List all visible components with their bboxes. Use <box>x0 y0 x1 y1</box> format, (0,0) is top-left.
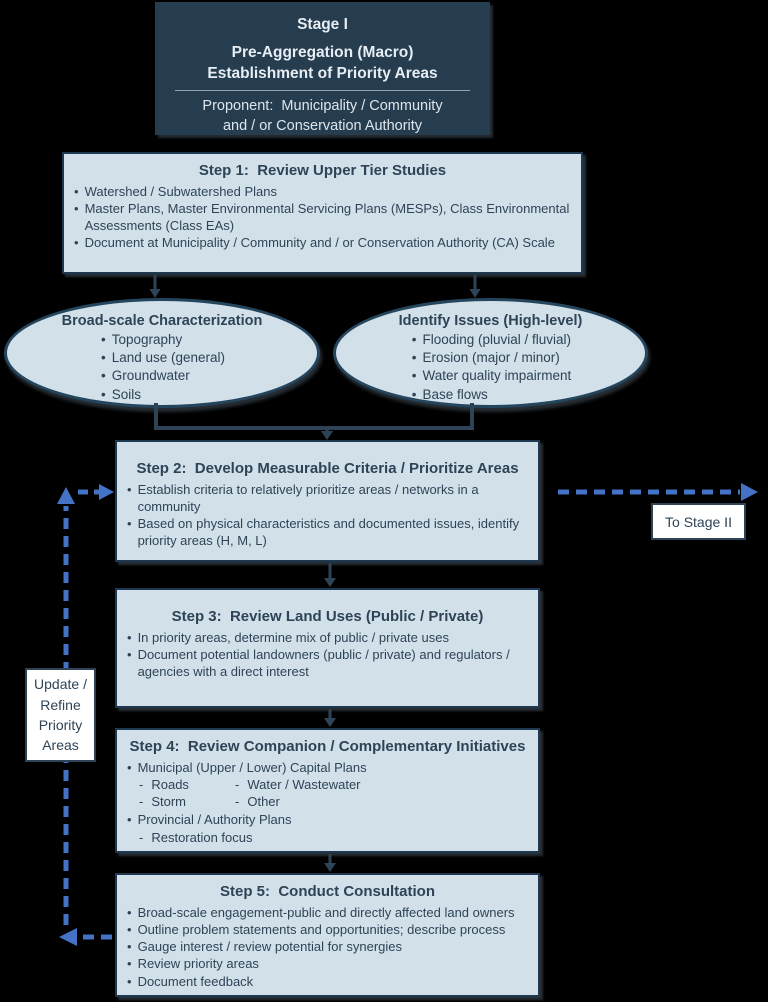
arrow-step5-feedback-left <box>59 928 112 946</box>
ellipse-right-bullet: Water quality impairment <box>410 367 571 385</box>
arrow-step1-to-left-ellipse <box>149 275 161 298</box>
ellipse-right-bullet: Erosion (major / minor) <box>410 349 572 367</box>
ellipse-left-bullet: Soils <box>99 386 225 404</box>
ellipse-broad-scale-characterization: Broad-scale Characterization Topography … <box>4 298 320 408</box>
ellipse-left-title: Broad-scale Characterization <box>61 313 263 329</box>
ellipse-left-bullet: Land use (general) <box>99 349 225 367</box>
step4-sub-item: Restoration focus <box>139 830 253 845</box>
ellipse-left-bullet: Topography <box>99 331 225 349</box>
arrow-join-to-step2 <box>321 428 333 440</box>
update-refine-priority-areas-label: Update / Refine Priority Areas <box>25 668 96 762</box>
step5-bullet: Outline problem statements and opportuni… <box>125 921 532 938</box>
step5-bullet: Broad-scale engagement-public and direct… <box>125 904 532 921</box>
connector-ellipses-join <box>154 403 474 430</box>
step4-sub-items: Roads Water / Wastewater Storm Other <box>139 776 538 810</box>
proponent-line-1: Proponent: Municipality / Community <box>202 98 443 115</box>
step5-bullet: Gauge interest / review potential for sy… <box>125 938 532 955</box>
ellipse-left-bullet: Groundwater <box>99 367 225 385</box>
stage-subtitle-2: Establishment of Priority Areas <box>207 65 438 83</box>
step1-bullet: Master Plans, Master Environmental Servi… <box>72 200 575 234</box>
arrow-step3-to-step4 <box>324 709 336 727</box>
arrow-to-stage-ii <box>558 483 758 501</box>
header-divider <box>175 90 470 92</box>
ellipse-right-bullet: Base flows <box>410 386 572 404</box>
step4-box: Step 4: Review Companion / Complementary… <box>115 728 540 853</box>
stage-header: Stage I Pre-Aggregation (Macro) Establis… <box>155 2 490 135</box>
proponent-line-2: and / or Conservation Authority <box>222 117 423 134</box>
step3-bullet: In priority areas, determine mix of publ… <box>125 629 532 646</box>
step2-box: Step 2: Develop Measurable Criteria / Pr… <box>115 440 540 562</box>
step1-title: Step 1: Review Upper Tier Studies <box>198 162 447 179</box>
step3-box: Step 3: Review Land Uses (Public / Priva… <box>115 588 540 708</box>
step4-bullet: Provincial / Authority Plans <box>125 811 532 828</box>
step2-bullet: Based on physical characteristics and do… <box>125 515 532 549</box>
arrow-feedback-into-step2 <box>78 484 114 500</box>
step1-box: Step 1: Review Upper Tier Studies Waters… <box>62 152 583 274</box>
step1-bullet: Document at Municipality / Community and… <box>72 234 575 251</box>
stage-title: Stage I <box>297 16 348 33</box>
step3-title: Step 3: Review Land Uses (Public / Priva… <box>171 608 484 625</box>
step5-box: Step 5: Conduct Consultation Broad-scale… <box>115 873 540 997</box>
step5-title: Step 5: Conduct Consultation <box>220 883 435 900</box>
to-stage-ii-label: To Stage II <box>651 503 746 540</box>
arrow-step2-to-step3 <box>324 563 336 587</box>
arrow-step4-to-step5 <box>324 854 336 872</box>
step3-bullet: Document potential landowners (public / … <box>125 646 532 680</box>
step5-bullet: Review priority areas <box>125 955 532 972</box>
ellipse-identify-issues: Identify Issues (High-level) Flooding (p… <box>333 298 648 408</box>
step2-bullet: Establish criteria to relatively priorit… <box>125 481 532 515</box>
arrow-step1-to-right-ellipse <box>469 275 481 298</box>
step2-title: Step 2: Develop Measurable Criteria / Pr… <box>136 460 519 477</box>
ellipse-right-title: Identify Issues (High-level) <box>398 313 583 329</box>
ellipse-right-bullet: Flooding (pluvial / fluvial) <box>410 331 572 349</box>
step5-bullet: Document feedback <box>125 973 532 990</box>
step4-title: Step 4: Review Companion / Complementary… <box>129 738 526 755</box>
step1-bullet: Watershed / Subwatershed Plans <box>72 183 575 200</box>
stage-subtitle-1: Pre-Aggregation (Macro) <box>231 43 414 61</box>
step4-bullet: Municipal (Upper / Lower) Capital Plans <box>125 759 532 776</box>
